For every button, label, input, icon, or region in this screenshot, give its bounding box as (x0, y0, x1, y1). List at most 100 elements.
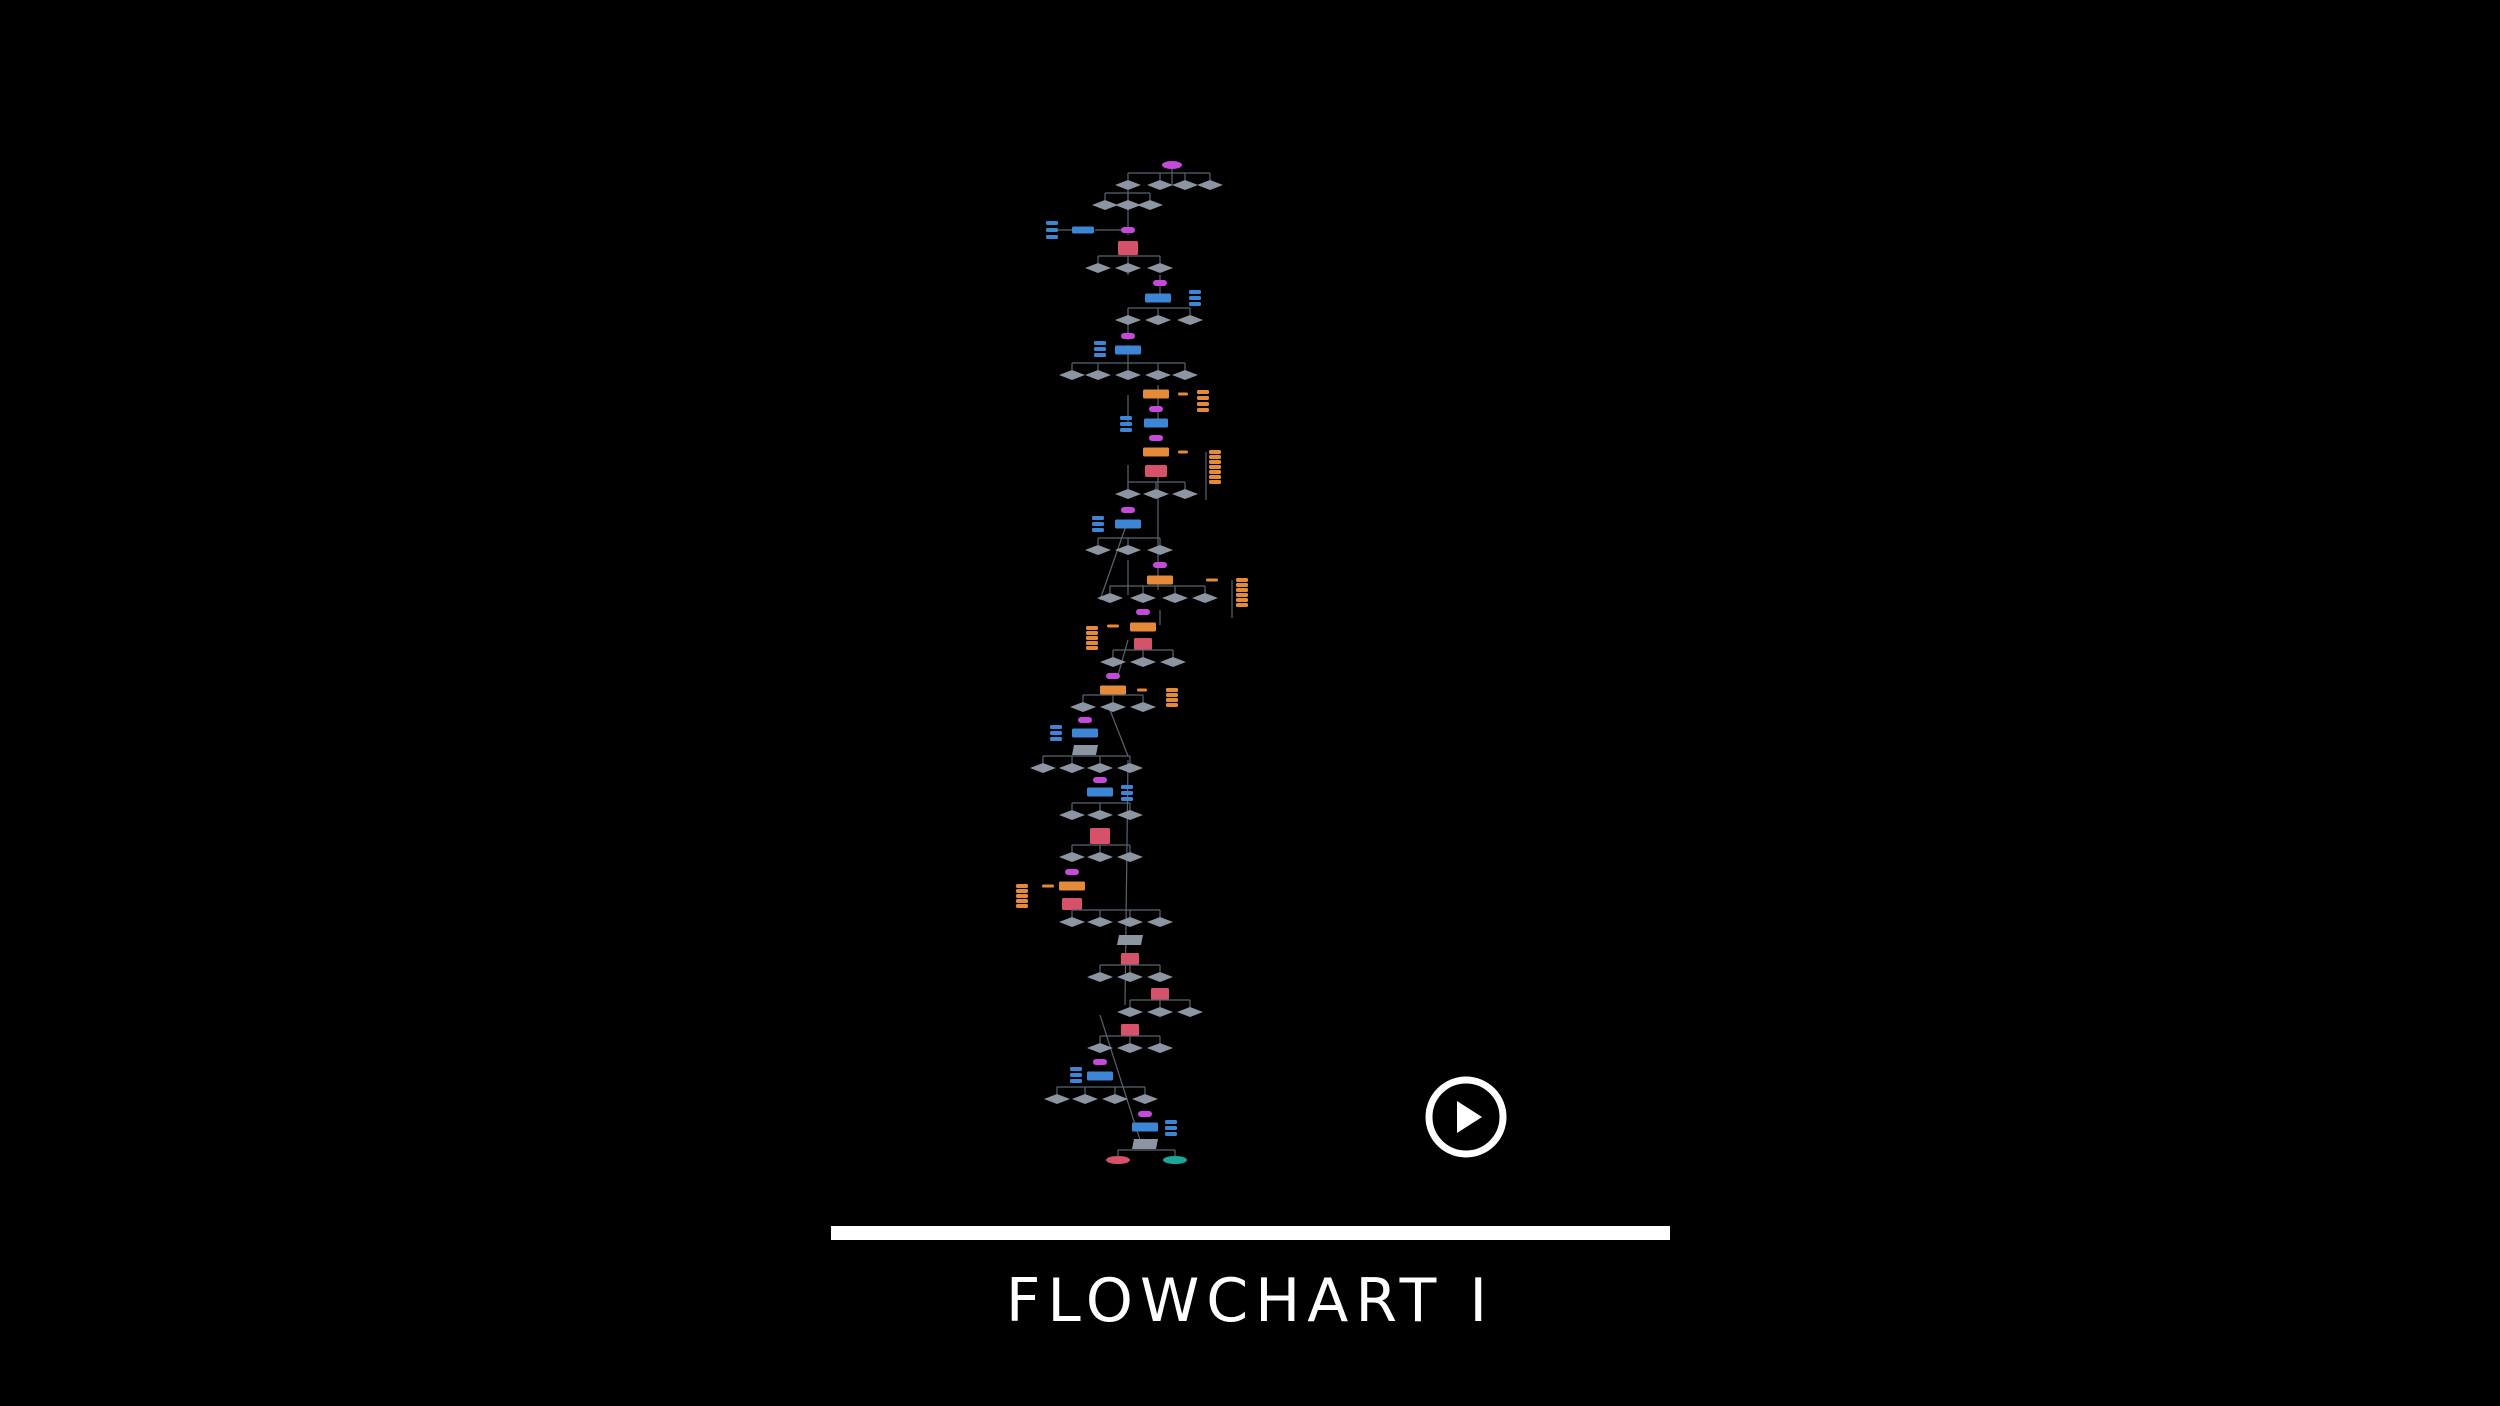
decision-node (1059, 370, 1085, 380)
alert-node (1134, 638, 1152, 650)
play-button[interactable] (1424, 1075, 1508, 1159)
list-item-node (1197, 402, 1209, 406)
list-item-node (1016, 889, 1028, 893)
list-item-node (1086, 636, 1098, 640)
decision-node (1147, 1007, 1173, 1017)
list-item-node (1197, 390, 1209, 394)
action-node (1178, 450, 1188, 454)
decision-node (1172, 180, 1198, 190)
list-item-node (1166, 693, 1178, 697)
connector-line (1117, 639, 1129, 676)
connector-node (1078, 717, 1092, 723)
decision-node (1072, 1094, 1098, 1104)
list-item-node (1209, 465, 1221, 469)
decision-node (1147, 917, 1173, 927)
list-item-node (1050, 725, 1062, 729)
list-item-node (1236, 578, 1248, 582)
decision-node (1115, 180, 1141, 190)
decision-node (1044, 1094, 1070, 1104)
decision-node (1087, 972, 1113, 982)
process-node (1132, 1122, 1158, 1132)
process-node (1145, 293, 1171, 303)
list-item-node (1121, 791, 1133, 795)
decision-node (1087, 852, 1113, 862)
list-item-node (1209, 450, 1221, 454)
data-node (1132, 1139, 1158, 1149)
progress-bar[interactable] (831, 1226, 1670, 1240)
list-item-node (1189, 302, 1201, 306)
alert-node (1121, 953, 1139, 965)
list-item-node (1050, 737, 1062, 741)
alert-node (1151, 988, 1169, 1000)
alert-node (1145, 465, 1167, 477)
decision-node (1145, 370, 1171, 380)
decision-node (1059, 852, 1085, 862)
list-item-node (1070, 1073, 1082, 1077)
list-item-node (1092, 522, 1104, 526)
decision-node (1172, 489, 1198, 499)
action-node (1137, 688, 1147, 692)
decision-node (1197, 180, 1223, 190)
data-node (1117, 935, 1143, 945)
list-item-node (1209, 470, 1221, 474)
list-item-node (1016, 894, 1028, 898)
decision-node (1117, 763, 1143, 773)
decision-node (1117, 1007, 1143, 1017)
decision-node (1115, 263, 1141, 273)
start-node (1162, 161, 1182, 169)
action-node (1178, 392, 1188, 396)
process-node (1087, 1071, 1113, 1081)
action-node (1107, 624, 1119, 628)
data-node (1072, 745, 1098, 755)
connector-node (1093, 777, 1107, 783)
process-node (1072, 728, 1098, 738)
connector-node (1121, 333, 1135, 339)
list-item-node (1086, 626, 1098, 630)
decision-node (1087, 763, 1113, 773)
decision-node (1177, 1007, 1203, 1017)
decision-node (1137, 200, 1163, 210)
list-item-node (1070, 1079, 1082, 1083)
connector-node (1093, 1059, 1107, 1065)
decision-node (1117, 852, 1143, 862)
connector-node (1153, 280, 1167, 286)
action-node (1130, 622, 1156, 632)
list-item-node (1086, 641, 1098, 645)
process-node (1072, 226, 1094, 234)
list-item-node (1209, 475, 1221, 479)
list-item-node (1197, 408, 1209, 412)
process-node (1087, 787, 1113, 797)
action-node (1147, 575, 1173, 585)
list-item-node (1046, 228, 1058, 232)
end-success-node (1163, 1156, 1187, 1164)
list-item-node (1165, 1120, 1177, 1124)
list-item-node (1236, 603, 1248, 607)
decision-node (1172, 370, 1198, 380)
decision-node (1132, 1094, 1158, 1104)
list-item-node (1165, 1126, 1177, 1130)
decision-node (1087, 917, 1113, 927)
process-node (1115, 345, 1141, 355)
decision-node (1115, 370, 1141, 380)
connector-node (1149, 406, 1163, 412)
list-item-node (1092, 516, 1104, 520)
alert-node (1062, 898, 1082, 910)
decision-node (1087, 1043, 1113, 1053)
decision-node (1115, 200, 1141, 210)
decision-node (1117, 1043, 1143, 1053)
connector-node (1121, 227, 1135, 233)
decision-node (1130, 593, 1156, 603)
list-item-node (1236, 598, 1248, 602)
list-item-node (1209, 455, 1221, 459)
decision-node (1145, 315, 1171, 325)
decision-node (1115, 489, 1141, 499)
slide-caption: FLOWCHART I (1005, 1266, 1495, 1336)
list-item-node (1209, 480, 1221, 484)
decision-node (1030, 763, 1056, 773)
connector-line (1099, 519, 1129, 601)
decision-node (1115, 545, 1141, 555)
connector-node (1121, 507, 1135, 513)
decision-node (1117, 972, 1143, 982)
list-item-node (1046, 235, 1058, 239)
